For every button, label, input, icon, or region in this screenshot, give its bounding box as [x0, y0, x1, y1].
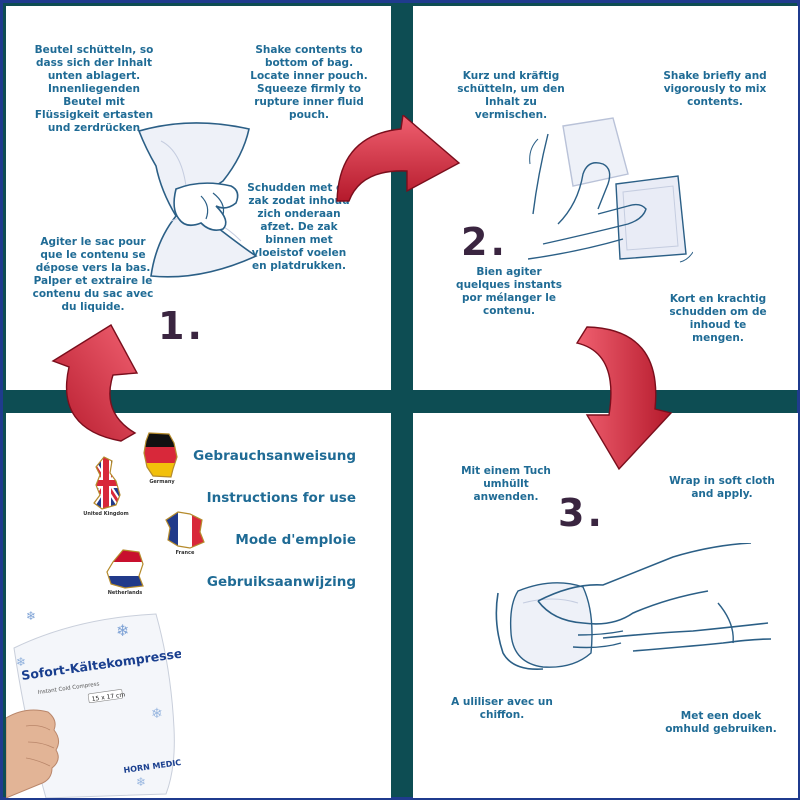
instructions-de: Gebrauchsanweisung: [193, 448, 356, 464]
netherlands-flag-map-icon: [106, 549, 144, 589]
snowflake-icon: ❄: [116, 621, 129, 640]
bag-squeeze-illustration: [137, 122, 258, 278]
snowflake-icon: ❄: [26, 609, 36, 623]
step-3-panel: Mit einem Tuch umhüllt anwenden. Wrap in…: [413, 413, 798, 798]
step-1-text-de: Beutel schütteln, so dass sich der Inhal…: [34, 44, 154, 134]
shaking-hands-illustration: [528, 117, 693, 263]
netherlands-caption: Netherlands: [107, 590, 143, 596]
step-2-text-de: Kurz und kräftig schütteln, um den Inhal…: [457, 70, 565, 121]
step-1-text-fr: Agiter le sac pour que le contenu se dép…: [32, 236, 154, 313]
france-flag-map-icon: [165, 511, 205, 549]
snowflake-icon: ❄: [151, 706, 163, 722]
step-3-text-de: Mit einem Tuch umhüllt anwenden.: [461, 465, 551, 503]
product-size: 15 x 17 cm: [91, 691, 125, 703]
step-1-text-en: Shake contents to bottom of bag. Locate …: [250, 44, 368, 121]
france-caption: France: [175, 550, 195, 556]
uk-caption: United Kingdom: [83, 511, 129, 517]
instructions-en: Instructions for use: [206, 490, 356, 506]
step-3-text-nl: Met een doek omhuld gebruiken.: [665, 710, 777, 735]
instructions-fr: Mode d'emploie: [235, 532, 356, 548]
snowflake-icon: ❄: [136, 775, 146, 789]
step-1-text-nl: Schudden met de zak zodat inhoud zich on…: [247, 182, 351, 272]
snowflake-icon: ❄: [16, 655, 26, 669]
instructions-nl: Gebruiksaanwijzing: [206, 574, 356, 590]
step-3-number: 3.: [558, 491, 605, 535]
step-2-panel: Kurz und kräftig schütteln, um den Inhal…: [413, 6, 798, 390]
step-2-number: 2.: [461, 220, 508, 264]
step-3-text-en: Wrap in soft cloth and apply.: [669, 475, 775, 500]
languages-panel: Gebrauchsanweisung Instructions for use …: [6, 413, 391, 798]
step-3-text-fr: A uliliser avec un chiffon.: [451, 696, 553, 721]
uk-flag-map-icon: [93, 456, 121, 510]
step-2-text-nl: Kort en krachtig schudden om de inhoud t…: [669, 293, 767, 344]
step-1-panel: Beutel schütteln, so dass sich der Inhal…: [6, 6, 391, 390]
step-1-number: 1.: [158, 304, 205, 348]
step-2-text-en: Shake briefly and vigorously to mix cont…: [663, 70, 767, 108]
apply-compress-illustration: [495, 543, 772, 670]
cold-compress-package: ❄ ❄ ❄ ❄ ❄ Sofort-Kältekompresse Instant …: [6, 609, 181, 798]
germany-caption: Germany: [149, 479, 175, 485]
step-2-text-fr: Bien agiter quelques instants por mélang…: [456, 266, 562, 317]
germany-flag-map-icon: [143, 432, 178, 478]
